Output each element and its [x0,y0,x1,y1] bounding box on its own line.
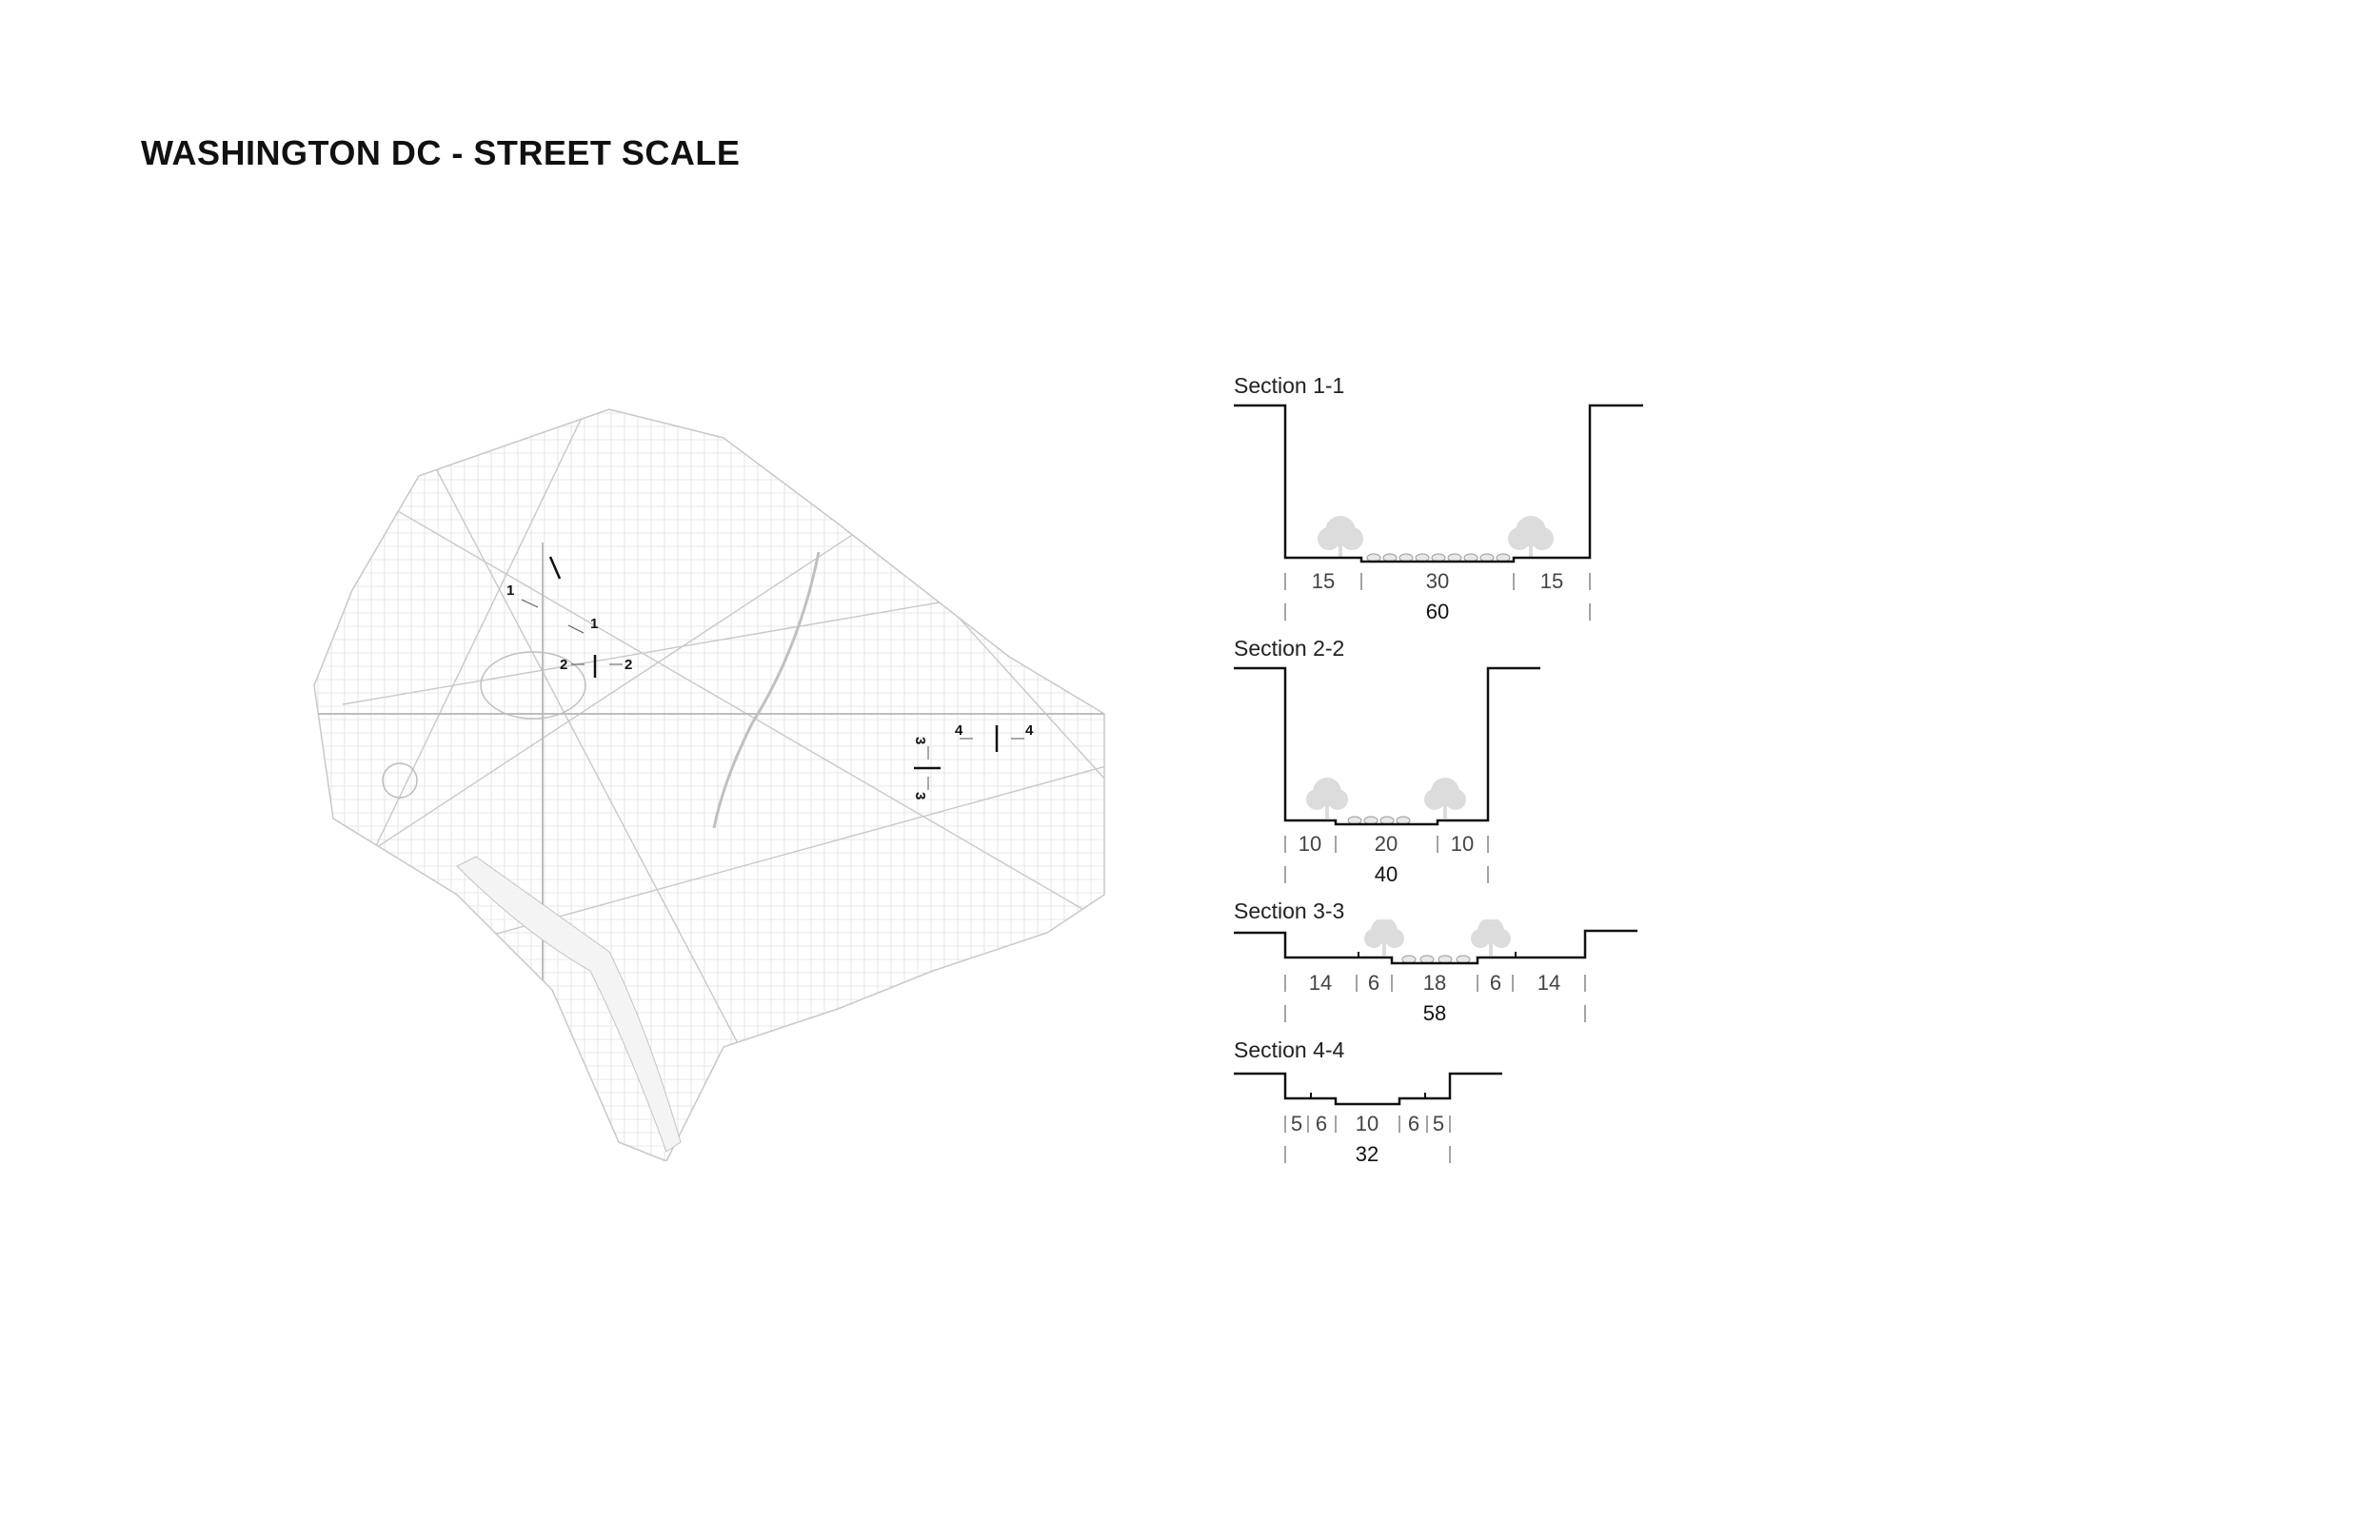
section-3-width-5: 14 [1537,971,1560,995]
section-4-width-3: 10 [1356,1112,1378,1135]
section-2-total: 40 [1375,862,1398,886]
section-2-label: Section 2-2 [1234,636,1345,661]
section-4-total: 32 [1356,1142,1378,1166]
rail-line [712,551,821,829]
section-2-width-3: 10 [1451,832,1474,856]
marker-2-label-b: 2 [625,657,632,673]
section-1-1-drawing: 15 30 15 60 [1234,404,1643,623]
section-1-dim-ticks [1284,573,1591,621]
section-4-width-1: 5 [1291,1112,1302,1135]
section-4-width-2: 6 [1316,1112,1327,1135]
marker-2-label: 2 [560,657,567,673]
dc-boundary [313,408,1105,1161]
marker-1-label: 1 [506,582,514,599]
section-3-width-2: 6 [1368,971,1379,995]
section-4-width-4: 6 [1408,1112,1419,1135]
section-4-width-5: 5 [1433,1112,1444,1135]
section-3-cars [1401,955,1471,964]
section-3-width-4: 6 [1490,971,1501,995]
section-2-cars [1347,816,1411,825]
cut-line-1 [548,556,562,580]
section-3-width-3: 18 [1423,971,1446,995]
section-4-label: Section 4-4 [1234,1037,1345,1062]
section-2-2-drawing: 10 20 10 40 [1234,666,1540,886]
marker-4-label: 4 [955,722,963,739]
section-3-trees [1364,919,1511,956]
page-title: WASHINGTON DC - STREET SCALE [141,133,741,172]
section-1-label: Section 1-1 [1234,373,1345,398]
section-1-profile [1234,404,1643,563]
marker-4-label-b: 4 [1025,722,1034,739]
section-3-3-drawing: 14 6 18 6 14 58 [1234,919,1637,1025]
marker-3-label-b: 3 [912,792,928,800]
section-2-trees [1306,778,1466,819]
national-mall-ellipse [480,651,586,720]
section-3-dim-ticks [1284,975,1586,1022]
section-1-width-2: 30 [1426,569,1449,593]
marker-3-label: 3 [912,737,928,744]
section-4-dim-ticks [1284,1116,1451,1163]
section-1-cars [1366,553,1511,563]
section-3-width-1: 14 [1309,971,1332,995]
section-3-label: Section 3-3 [1234,898,1345,923]
section-3-profile [1234,929,1637,965]
section-4-4-drawing: 5 6 10 6 5 32 [1234,1072,1502,1166]
section-2-width-2: 20 [1375,832,1398,856]
section-2-dim-ticks [1284,836,1489,883]
potomac-river [456,856,682,1153]
section-4-profile [1234,1072,1502,1106]
section-2-width-1: 10 [1299,832,1321,856]
section-1-width-3: 15 [1540,569,1563,593]
marker-1-label-b: 1 [590,616,598,632]
section-1-trees [1318,516,1554,558]
section-1-width-1: 15 [1312,569,1335,593]
section-2-profile [1234,666,1540,826]
section-1-total: 60 [1426,600,1449,623]
washington-dc-street-map: 1 1 2 2 3 3 4 4 [313,408,1105,1161]
memorial-circle [382,762,418,799]
section-3-total: 58 [1423,1001,1446,1025]
